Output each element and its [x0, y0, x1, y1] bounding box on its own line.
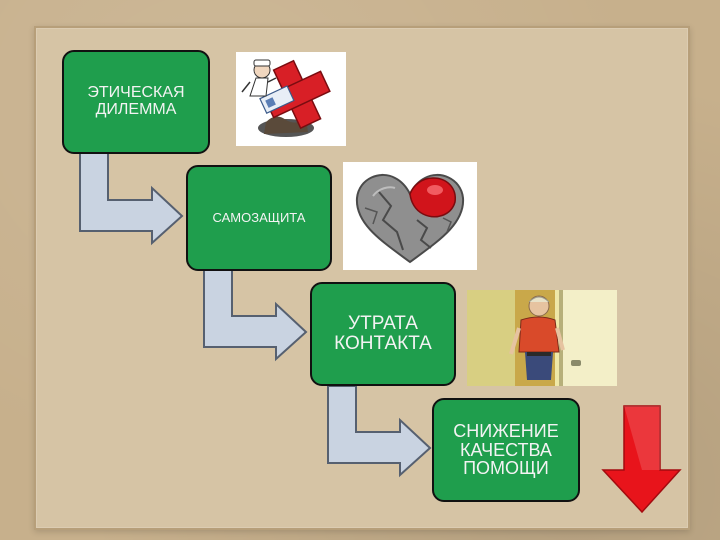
step-box-loss-of-contact: УТРАТА КОНТАКТА: [310, 282, 456, 386]
elderly-person-doorway-icon: [467, 290, 617, 386]
step-label: САМОЗАЩИТА: [212, 210, 306, 226]
connector-arrow-1: [79, 152, 184, 246]
doctor-red-cross-icon: [236, 52, 346, 146]
step-label: ЭТИЧЕСКАЯ ДИЛЕММА: [87, 84, 185, 118]
step-box-self-defense: САМОЗАЩИТА: [186, 165, 332, 271]
connector-arrow-3: [327, 385, 432, 478]
step-box-quality-decline: СНИЖЕНИЕ КАЧЕСТВА ПОМОЩИ: [432, 398, 580, 502]
step-label: СНИЖЕНИЕ КАЧЕСТВА ПОМОЩИ: [453, 420, 559, 479]
red-down-arrow-icon: [601, 405, 682, 514]
step-label: УТРАТА КОНТАКТА: [334, 313, 432, 354]
step-box-ethical-dilemma: ЭТИЧЕСКАЯ ДИЛЕММА: [62, 50, 210, 154]
stone-heart-icon: [343, 162, 477, 270]
connector-arrow-2: [203, 269, 308, 362]
